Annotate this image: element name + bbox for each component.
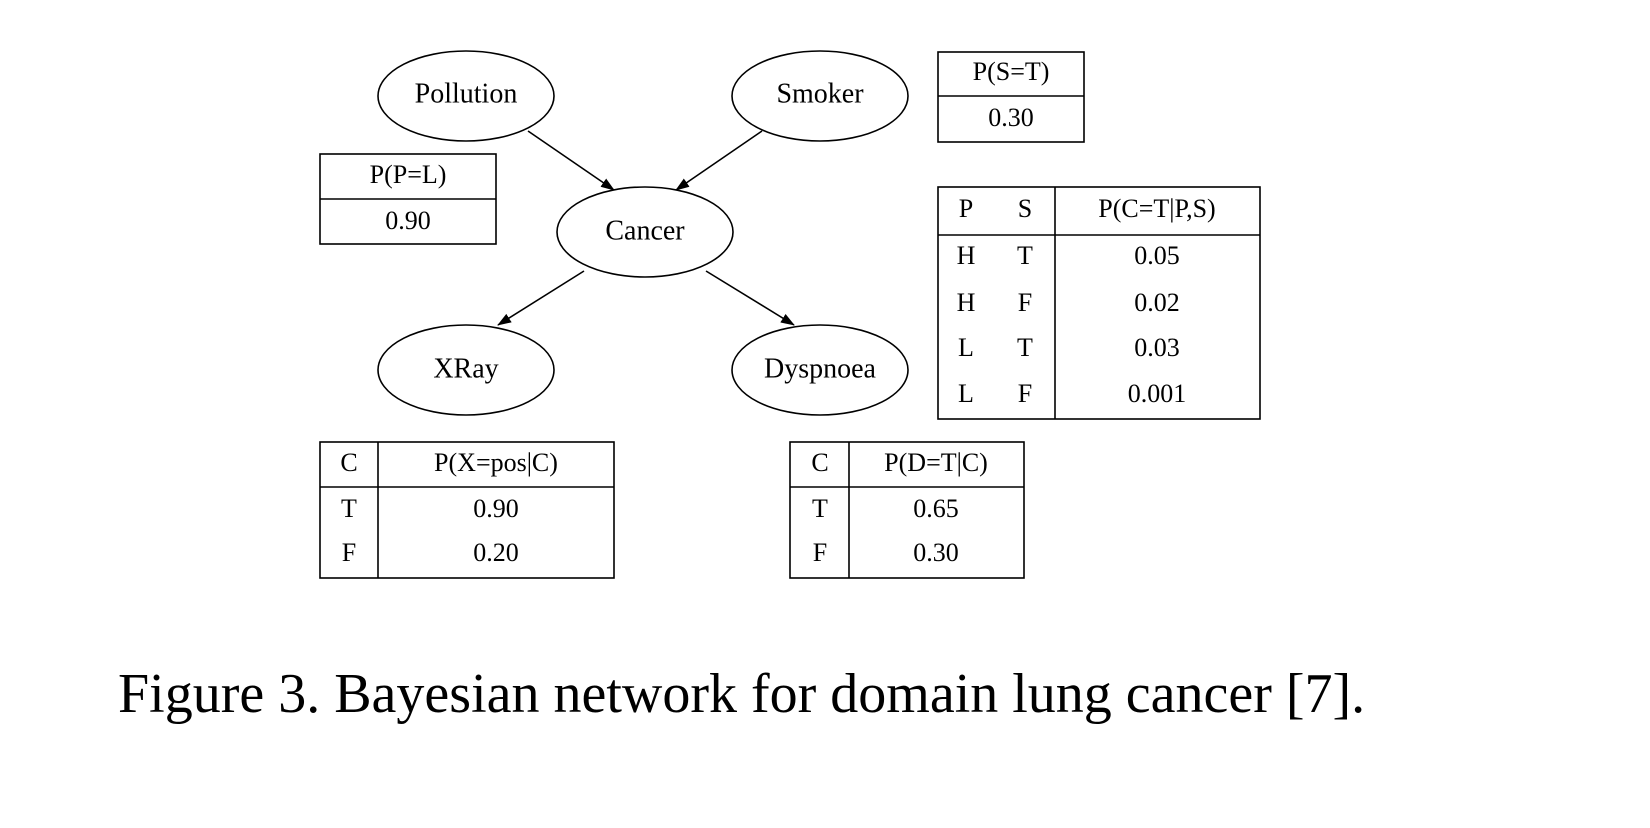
cpt-cancer-cell: 0.02: [1134, 288, 1180, 317]
cpt-cancer-header-s: S: [1018, 194, 1032, 223]
cpt-dyspnoea-cell: 0.65: [913, 494, 959, 523]
cpt-xray-cell: F: [342, 538, 356, 567]
cpt-cancer-cell: L: [958, 333, 974, 362]
cpt-xray-header-prob: P(X=pos|C): [434, 448, 558, 477]
cpt-cancer-cell: F: [1018, 379, 1032, 408]
cpt-smoker-value: 0.30: [988, 103, 1034, 132]
cpt-cancer-cell: 0.001: [1128, 379, 1187, 408]
cpt-cancer-cell: H: [957, 241, 976, 270]
edge-cancer-xray: [497, 270, 585, 326]
cpt-pollution-header: P(P=L): [370, 160, 447, 189]
node-cancer-label: Cancer: [605, 215, 685, 246]
node-xray-label: XRay: [433, 353, 498, 384]
cpt-dyspnoea-cell: F: [813, 538, 827, 567]
edges: [497, 130, 795, 326]
node-xray: XRay: [377, 324, 555, 416]
cpt-cancer-cell: 0.03: [1134, 333, 1180, 362]
edge-cancer-dyspnoea: [705, 270, 795, 326]
figure-caption: Figure 3. Bayesian network for domain lu…: [118, 663, 1366, 725]
cpt-dyspnoea-cell: T: [812, 494, 828, 523]
cpt-smoker-header: P(S=T): [973, 57, 1050, 86]
edge-pollution-cancer: [527, 130, 615, 191]
cpt-dyspnoea-cell: 0.30: [913, 538, 959, 567]
cpt-cancer-cell: T: [1017, 333, 1033, 362]
cpt-cancer-cell: 0.05: [1134, 241, 1180, 270]
cpt-smoker-table: P(S=T) 0.30: [937, 51, 1085, 143]
cpt-xray-cell: 0.20: [473, 538, 519, 567]
node-cancer: Cancer: [556, 186, 734, 278]
cpt-xray-cell: 0.90: [473, 494, 519, 523]
cpt-pollution-table: P(P=L) 0.90: [319, 153, 497, 245]
cpt-dyspnoea-header-c: C: [811, 448, 828, 477]
node-pollution: Pollution: [377, 50, 555, 142]
cpt-dyspnoea-header-prob: P(D=T|C): [884, 448, 988, 477]
node-dyspnoea: Dyspnoea: [731, 324, 909, 416]
node-smoker: Smoker: [731, 50, 909, 142]
cpt-cancer-cell: F: [1018, 288, 1032, 317]
cpt-xray-table: C P(X=pos|C) T 0.90 F 0.20: [319, 441, 615, 579]
cpt-pollution-value: 0.90: [385, 206, 431, 235]
node-smoker-label: Smoker: [776, 78, 864, 109]
cpt-cancer-cell: T: [1017, 241, 1033, 270]
cpt-cancer-header-p: P: [959, 194, 973, 223]
node-dyspnoea-label: Dyspnoea: [764, 353, 877, 384]
cpt-xray-cell: T: [341, 494, 357, 523]
cpt-xray-header-c: C: [340, 448, 357, 477]
cpt-cancer-cell: H: [957, 288, 976, 317]
edge-smoker-cancer: [675, 130, 763, 191]
cpt-cancer-header-prob: P(C=T|P,S): [1098, 194, 1215, 223]
node-pollution-label: Pollution: [415, 78, 518, 109]
cpt-cancer-table: P S P(C=T|P,S) H T 0.05 H F 0.02 L T 0.0…: [937, 186, 1261, 420]
cpt-cancer-cell: L: [958, 379, 974, 408]
cpt-dyspnoea-table: C P(D=T|C) T 0.65 F 0.30: [789, 441, 1025, 579]
